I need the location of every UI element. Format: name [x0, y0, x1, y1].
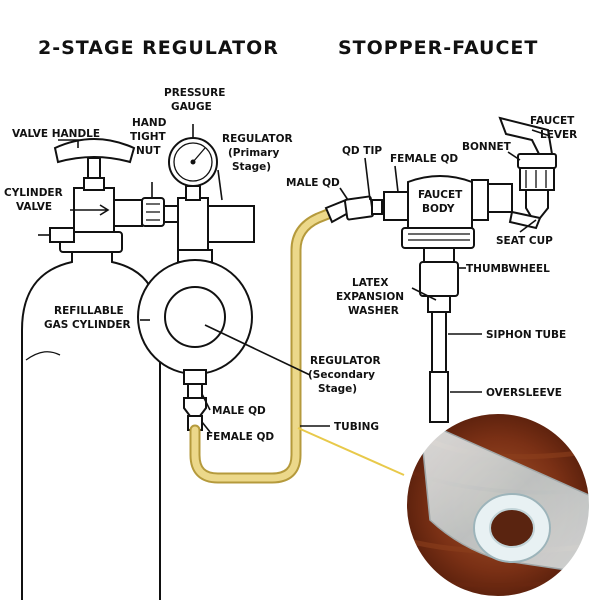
label-cylinder-valve-2: VALVE: [16, 201, 52, 213]
label-bonnet: BONNET: [462, 141, 512, 153]
faucet-body: [401, 175, 513, 249]
label-female-qd-upper: FEMALE QD: [390, 153, 458, 165]
pressure-gauge: [168, 137, 218, 187]
label-male-qd-lower: MALE QD: [212, 405, 266, 417]
label-regulator-secondary-2: (Secondary: [308, 369, 375, 381]
label-latex-washer-1: LATEX: [352, 277, 388, 289]
valve-handle: [53, 138, 136, 164]
label-tubing: TUBING: [334, 421, 379, 433]
label-female-qd-lower: FEMALE QD: [206, 431, 274, 443]
label-pressure-gauge-2: GAUGE: [171, 101, 212, 113]
label-hand-tight-nut-2: TIGHT: [130, 131, 166, 143]
siphon-tube: [431, 311, 447, 373]
label-faucet-lever-2: LEVER: [540, 129, 577, 141]
label-regulator-primary-1: REGULATOR: [222, 133, 293, 145]
label-faucet-body-2: BODY: [422, 203, 455, 215]
label-thumbwheel: THUMBWHEEL: [466, 263, 550, 275]
hand-tight-nut: [141, 197, 165, 227]
label-male-qd-upper: MALE QD: [286, 177, 340, 189]
upper-male-qd: [324, 195, 383, 224]
label-seat-cup: SEAT CUP: [496, 235, 553, 247]
label-gas-cylinder-2: GAS CYLINDER: [44, 319, 131, 331]
label-latex-washer-3: WASHER: [348, 305, 399, 317]
seat-cup: [508, 189, 549, 230]
cylinder-valve: [38, 157, 143, 243]
tubing-closeup-photo: [405, 412, 591, 598]
label-regulator-primary-2: (Primary: [228, 147, 279, 159]
label-latex-washer-2: EXPANSION: [336, 291, 404, 303]
label-hand-tight-nut-3: NUT: [136, 145, 161, 157]
label-valve-handle: VALVE HANDLE: [12, 128, 100, 140]
label-siphon-tube: SIPHON TUBE: [486, 329, 566, 341]
label-pressure-gauge-1: PRESSURE: [164, 87, 225, 99]
regulator-primary-stage: [163, 185, 255, 251]
bonnet: [517, 153, 557, 191]
label-hand-tight-nut-1: HAND: [132, 117, 167, 129]
label-faucet-lever-1: FAUCET: [530, 115, 575, 127]
label-gas-cylinder-1: REFILLABLE: [54, 305, 124, 317]
label-regulator-primary-3: Stage): [232, 161, 271, 173]
tubing-callout-line: [297, 427, 405, 476]
regulator-title: 2-STAGE REGULATOR: [38, 37, 279, 59]
label-cylinder-valve-1: CYLINDER: [4, 187, 63, 199]
label-regulator-secondary-1: REGULATOR: [310, 355, 381, 367]
label-qd-tip: QD TIP: [342, 145, 382, 157]
thumbwheel: [419, 247, 459, 297]
oversleeve: [429, 371, 449, 423]
label-oversleeve: OVERSLEEVE: [486, 387, 562, 399]
gas-cylinder: [21, 231, 161, 600]
faucet-title: STOPPER-FAUCET: [338, 37, 538, 59]
label-regulator-secondary-3: Stage): [318, 383, 357, 395]
regulator-secondary-stage: [137, 249, 253, 385]
label-faucet-body-1: FAUCET: [418, 189, 463, 201]
